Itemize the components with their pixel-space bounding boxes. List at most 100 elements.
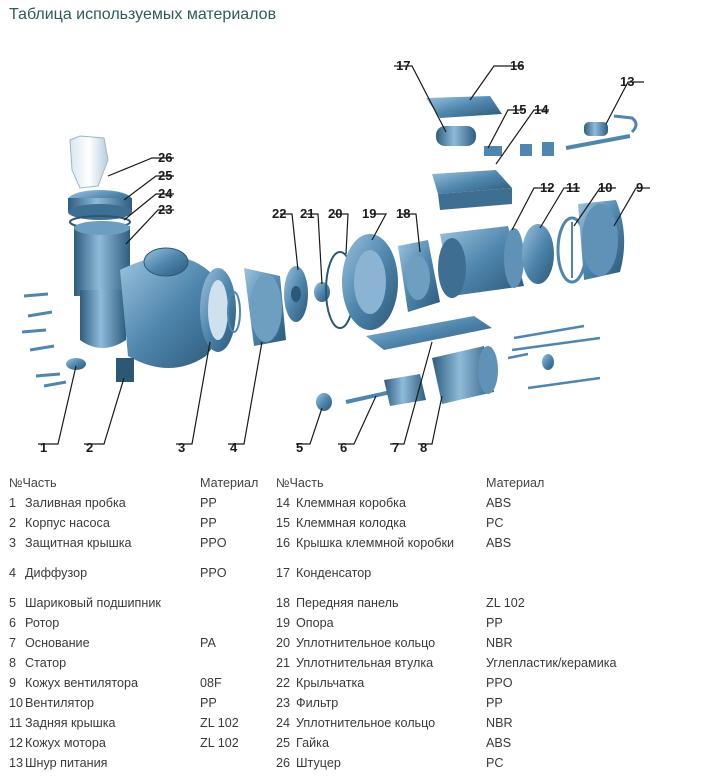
row-material: ZL 102	[200, 716, 239, 730]
row-material: PA	[200, 636, 216, 650]
row-num: 20	[276, 636, 291, 650]
row-num: 21	[276, 656, 291, 670]
row-num: 16	[276, 536, 291, 550]
callout-6: 6	[340, 440, 347, 455]
callout-23: 23	[158, 202, 172, 217]
callout-25: 25	[158, 168, 172, 183]
row-part: Защитная крышка	[25, 536, 132, 550]
row-num: 6	[9, 616, 17, 630]
row-num: 10	[9, 696, 24, 710]
row-part: Корпус насоса	[25, 516, 110, 530]
header-material-right: Материал	[486, 476, 545, 490]
header-num-part-right: №Часть	[276, 476, 324, 490]
row-num: 18	[276, 596, 291, 610]
row-material: PPO	[486, 676, 513, 690]
row-part: Уплотнительная втулка	[296, 656, 434, 670]
header-num-part-left: №Часть	[9, 476, 57, 490]
exploded-pump-diagram: 1 2 3 4 5 6 7 8 9 10 11 12 13 14 15 16 1…	[21, 58, 650, 455]
callout-14: 14	[534, 102, 549, 117]
row-part: Гайка	[296, 736, 329, 750]
row-material: ZL 102	[486, 596, 525, 610]
row-part: Заливная пробка	[25, 496, 126, 510]
leader-lines	[38, 65, 650, 445]
callout-9: 9	[636, 180, 643, 195]
callout-1: 1	[40, 440, 47, 455]
terminal-box-cover-part	[426, 96, 502, 118]
bolts-left	[21, 292, 67, 388]
page-title: Таблица используемых материалов	[9, 6, 277, 23]
capacitor-part	[436, 126, 476, 146]
diffuser-part	[244, 268, 286, 346]
row-num: 3	[9, 536, 17, 550]
row-part: Опора	[296, 616, 334, 630]
row-num: 7	[9, 636, 17, 650]
row-part: Клеммная колодка	[296, 516, 407, 530]
row-material: ABS	[486, 536, 512, 550]
row-material: ZL 102	[200, 736, 239, 750]
row-part: Крышка клеммной коробки	[296, 536, 455, 550]
row-num: 19	[276, 616, 291, 630]
row-part: Шариковый подшипник	[25, 596, 161, 610]
header-material-left: Материал	[200, 476, 259, 490]
row-material: PP	[486, 696, 503, 710]
callout-10: 10	[598, 180, 612, 195]
row-material: NBR	[486, 716, 513, 730]
impeller-part	[284, 266, 308, 322]
row-material: PPO	[200, 536, 227, 550]
callout-15: 15	[512, 102, 526, 117]
row-num: 12	[9, 736, 24, 750]
row-part: Крыльчатка	[296, 676, 365, 690]
row-part: Штуцер	[296, 756, 341, 770]
callout-22: 22	[272, 206, 286, 221]
row-num: 26	[276, 756, 291, 770]
front-panel-part	[398, 240, 440, 312]
row-material: 08F	[200, 676, 222, 690]
row-part: Вентилятор	[25, 696, 94, 710]
callout-24: 24	[158, 186, 173, 201]
callout-8: 8	[420, 440, 427, 455]
callout-19: 19	[362, 206, 376, 221]
row-material: PP	[200, 696, 217, 710]
inlet-fitting-part	[69, 135, 109, 189]
row-num: 9	[9, 676, 17, 690]
row-num: 11	[9, 716, 23, 730]
callout-7: 7	[392, 440, 399, 455]
callout-2: 2	[86, 440, 93, 455]
row-num: 25	[276, 736, 291, 750]
row-num: 8	[9, 656, 17, 670]
callout-17: 17	[396, 58, 410, 73]
fan-cover-part	[578, 200, 625, 280]
row-num: 5	[9, 596, 17, 610]
callout-5: 5	[296, 440, 303, 455]
pump-housing-part	[74, 221, 224, 382]
row-part: Кожух мотора	[25, 736, 106, 750]
row-num: 1	[9, 496, 17, 510]
row-part: Ротор	[25, 616, 60, 630]
rotor-part	[345, 374, 426, 406]
row-material: PP	[200, 496, 217, 510]
row-part: Статор	[25, 656, 67, 670]
power-cord-part	[565, 114, 638, 150]
base-part	[366, 316, 492, 350]
row-num: 15	[276, 516, 291, 530]
row-num: 14	[276, 496, 291, 510]
rear-cover-part	[522, 224, 554, 284]
callout-18: 18	[396, 206, 410, 221]
row-num: 22	[276, 676, 291, 690]
row-material: Углепластик/керамика	[486, 656, 617, 670]
row-part: Уплотнительное кольцо	[296, 716, 436, 730]
row-part: Клеммная коробка	[296, 496, 406, 510]
row-num: 13	[9, 756, 24, 770]
callout-13: 13	[620, 74, 634, 89]
row-num: 23	[276, 696, 291, 710]
motor-housing-part	[438, 226, 524, 298]
callout-12: 12	[540, 180, 554, 195]
bearing-part	[316, 393, 332, 411]
row-part: Передняя панель	[296, 596, 399, 610]
callout-3: 3	[178, 440, 185, 455]
row-part: Диффузор	[25, 566, 88, 580]
callout-11: 11	[566, 180, 580, 195]
drain-plug-part	[66, 358, 86, 370]
guard-cover-part	[200, 268, 241, 352]
row-material: ABS	[486, 736, 512, 750]
